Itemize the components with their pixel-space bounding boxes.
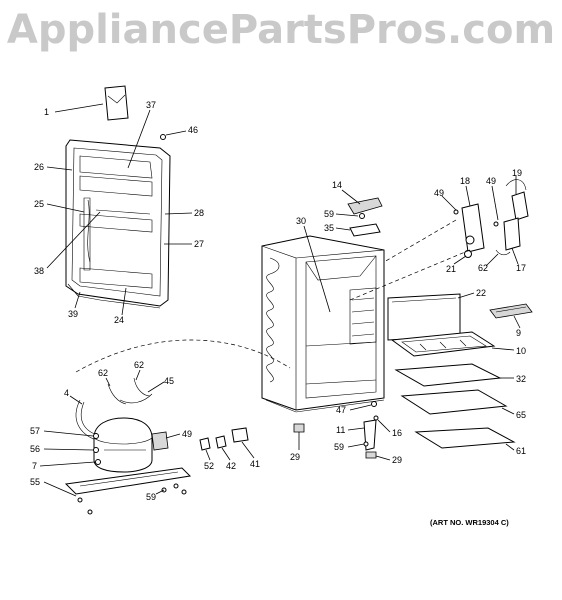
callout-62-c: 62 <box>134 360 144 370</box>
part-52-capacitor[interactable] <box>199 437 211 451</box>
callout-49-c: 49 <box>182 429 192 439</box>
part-10-drip-tray[interactable] <box>390 331 496 357</box>
callout-49-b: 49 <box>486 176 496 186</box>
part-65-shelf[interactable] <box>400 389 508 415</box>
part-59-screw-lower[interactable] <box>363 441 369 447</box>
callout-4: 4 <box>64 388 69 398</box>
callout-25: 25 <box>34 199 44 209</box>
callout-11: 11 <box>336 425 345 435</box>
callout-65: 65 <box>516 410 526 420</box>
callout-49-a: 49 <box>434 188 444 198</box>
part-49-relay-overload[interactable] <box>151 431 169 451</box>
callout-42: 42 <box>226 461 236 471</box>
cabinet-body[interactable] <box>261 235 385 413</box>
callout-24: 24 <box>114 315 124 325</box>
callout-59-upper: 59 <box>324 209 334 219</box>
callout-10: 10 <box>516 346 526 356</box>
part-47-washer[interactable] <box>371 401 377 407</box>
callout-61: 61 <box>516 446 526 456</box>
part-42-relay[interactable] <box>215 435 227 449</box>
part-17-bracket[interactable] <box>503 217 521 251</box>
callout-41: 41 <box>250 459 260 469</box>
callout-7: 7 <box>32 461 37 471</box>
part-59-screw-upper[interactable] <box>359 213 365 219</box>
part-46-screw[interactable] <box>160 134 166 140</box>
callout-29-left: 29 <box>290 452 300 462</box>
part-1-instruction-card[interactable] <box>104 85 129 121</box>
door-assembly[interactable] <box>65 139 171 309</box>
callout-37: 37 <box>146 100 156 110</box>
callout-32: 32 <box>516 374 526 384</box>
callout-14: 14 <box>332 180 342 190</box>
callout-56: 56 <box>30 444 40 454</box>
part-62-wire-b[interactable] <box>107 383 127 405</box>
callout-52: 52 <box>204 461 214 471</box>
part-49-screw-a[interactable] <box>453 209 459 215</box>
callout-62-a: 62 <box>478 263 488 273</box>
art-number-label: (ART NO. WR19304 C) <box>430 518 509 527</box>
part-35-plate[interactable] <box>349 223 381 237</box>
callout-21: 21 <box>446 264 456 274</box>
callout-29-right: 29 <box>392 455 402 465</box>
callout-38: 38 <box>34 266 44 276</box>
compressor-base-plate[interactable] <box>64 467 192 495</box>
callout-46: 46 <box>188 125 198 135</box>
part-9-ice-tray[interactable] <box>489 303 533 319</box>
part-16-screw[interactable] <box>373 415 379 421</box>
callout-35: 35 <box>324 223 334 233</box>
callout-17: 17 <box>516 263 526 273</box>
part-61-crisper-cover[interactable] <box>414 427 516 449</box>
callout-18: 18 <box>460 176 470 186</box>
part-29-leveling-leg-right[interactable] <box>365 451 377 459</box>
callout-28: 28 <box>194 208 204 218</box>
callout-59-lower: 59 <box>334 442 344 452</box>
callout-55: 55 <box>30 477 40 487</box>
part-49-screw-b[interactable] <box>493 221 499 227</box>
callout-39: 39 <box>68 309 78 319</box>
part-29-leveling-leg-left[interactable] <box>293 423 305 450</box>
part-19-light-socket[interactable] <box>505 179 529 221</box>
callout-16: 16 <box>392 428 402 438</box>
watermark-text: AppliancePartsPros.com <box>6 7 556 53</box>
part-7-grommet[interactable] <box>95 459 101 465</box>
part-56-clip[interactable] <box>93 447 99 453</box>
part-59-screws-base[interactable] <box>161 483 187 495</box>
part-62-wire-c[interactable] <box>133 377 151 397</box>
callout-47: 47 <box>336 405 346 415</box>
part-45-wire-harness[interactable] <box>119 393 153 404</box>
callout-22: 22 <box>476 288 486 298</box>
callout-57: 57 <box>30 426 40 436</box>
part-41-overload[interactable] <box>231 427 249 443</box>
callout-19: 19 <box>512 168 522 178</box>
part-57-grommet[interactable] <box>93 433 99 439</box>
callout-62-b: 62 <box>98 368 108 378</box>
callout-1: 1 <box>44 107 49 117</box>
callout-9: 9 <box>516 328 521 338</box>
part-55-stud[interactable] <box>77 497 93 515</box>
part-62-wire-a[interactable] <box>495 249 511 256</box>
part-22-freezer-door[interactable] <box>387 293 461 341</box>
part-18-thermostat[interactable] <box>461 203 485 253</box>
callout-26: 26 <box>34 162 44 172</box>
callout-30: 30 <box>296 216 306 226</box>
part-14-control-housing[interactable] <box>347 197 383 215</box>
callout-59-base: 59 <box>146 492 156 502</box>
callout-45: 45 <box>164 376 174 386</box>
callout-27: 27 <box>194 239 204 249</box>
part-32-shelf[interactable] <box>394 363 502 387</box>
compressor[interactable] <box>93 417 153 473</box>
